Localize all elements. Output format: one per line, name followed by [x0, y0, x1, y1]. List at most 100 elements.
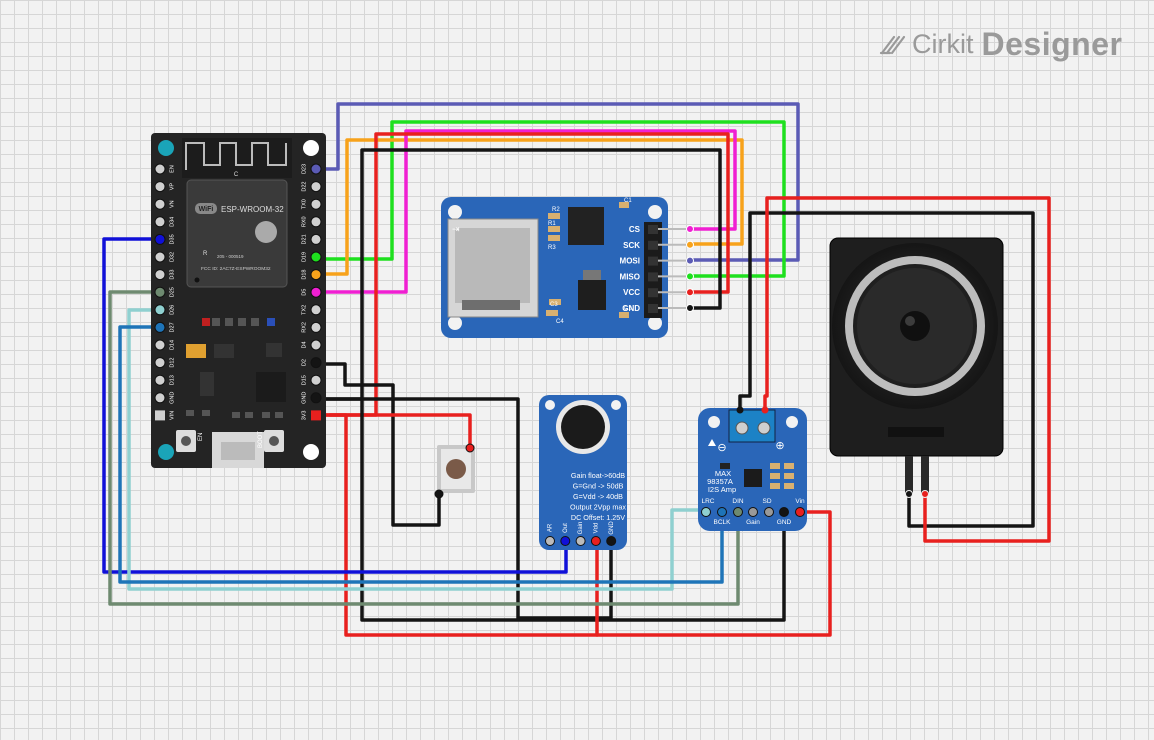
esp32-pin-d12[interactable] [154, 357, 166, 369]
wire-spk-minus[interactable] [738, 211, 1035, 528]
sd-pin-gnd[interactable] [686, 304, 694, 312]
esp32-pin-d13[interactable] [154, 374, 166, 386]
sd-pin-sck[interactable] [686, 240, 694, 249]
terminal-screw[interactable] [757, 421, 771, 435]
esp32-pin-en[interactable] [154, 163, 166, 175]
esp32-pin-label: EN [169, 165, 175, 173]
sd-component-label: C4 [556, 319, 564, 325]
esp32-pin-vn[interactable] [154, 198, 166, 210]
esp32-pin-d35[interactable] [154, 233, 166, 245]
esp32-pin-d21[interactable] [310, 233, 322, 245]
mic-pin-ar[interactable] [545, 536, 555, 546]
esp32-pin-d32[interactable] [154, 251, 166, 263]
speaker-pin-plus[interactable] [921, 490, 929, 498]
sd-pin-mosi[interactable] [686, 256, 694, 265]
esp32-pin-d4[interactable] [310, 339, 322, 351]
amp-pin[interactable] [733, 507, 743, 517]
amp-ic [744, 469, 762, 487]
mic-pin-gain[interactable] [575, 536, 586, 546]
esp32-pin-rx0[interactable] [310, 216, 322, 228]
esp32-pin-d27[interactable] [154, 321, 166, 333]
esp32-pin-d34[interactable] [154, 216, 166, 228]
module-fcc: FCC ID: 2AC7Z-ESPWROOM32 [201, 266, 271, 272]
amp-pin-label-din: DIN [732, 498, 744, 505]
sd-component-label: C1 [624, 198, 632, 204]
push-button[interactable] [434, 443, 475, 499]
wire-gnd-amp[interactable] [360, 397, 786, 622]
amp-pin[interactable] [764, 507, 774, 517]
button-pin[interactable] [434, 489, 444, 499]
sd-pin-label: CS [629, 225, 641, 234]
wire-d25-din[interactable] [108, 290, 740, 606]
esp32-pin-d25[interactable] [154, 286, 166, 298]
esp32-pin-d2[interactable] [310, 357, 322, 369]
esp32-pin-vin[interactable] [155, 410, 165, 421]
terminal-screw[interactable] [735, 421, 749, 435]
button-cap[interactable] [446, 459, 466, 479]
esp32-pin-gnd[interactable] [310, 392, 322, 404]
terminal-pin-plus[interactable] [761, 406, 769, 414]
wire-spk-plus[interactable] [763, 196, 1051, 543]
en-label: EN [198, 433, 204, 441]
sd-component-label: R2 [552, 207, 560, 213]
smd-components [186, 318, 286, 418]
amp-pin[interactable] [748, 507, 758, 517]
mic-pin-vdd[interactable] [590, 536, 601, 546]
esp32-pin-d33[interactable] [154, 269, 166, 281]
esp32-pin-label: D13 [169, 375, 175, 385]
amp-pin[interactable] [717, 507, 727, 517]
mic-pin-gnd[interactable] [606, 536, 617, 546]
wire-d26-lrc[interactable] [127, 308, 708, 591]
wire-d18-sck[interactable] [314, 138, 744, 276]
mic-pin-out[interactable] [560, 536, 571, 546]
speaker-lead-plus [921, 456, 929, 494]
wire-d35-mic-out[interactable] [102, 237, 568, 574]
amp-pin[interactable] [795, 507, 805, 517]
wire-3v3-button[interactable] [314, 413, 472, 450]
esp32-pin-vp[interactable] [154, 181, 166, 193]
esp32-pin-d18[interactable] [310, 269, 322, 281]
button-pin[interactable] [465, 443, 475, 453]
esp32-pin-tx2[interactable] [310, 304, 322, 316]
esp32-pin-d22[interactable] [310, 181, 322, 193]
esp32-pin-label: GND [301, 392, 307, 404]
sd-pin-miso[interactable] [686, 272, 694, 281]
esp32-pin-label: D35 [169, 234, 175, 244]
esp32-pin-gnd[interactable] [154, 392, 166, 404]
speaker-pin-minus[interactable] [905, 490, 913, 498]
amp-pin[interactable] [779, 507, 789, 517]
esp32-pin-d15[interactable] [310, 374, 322, 386]
sd-pin-cs[interactable] [686, 225, 694, 233]
wire-d27-bclk[interactable] [118, 325, 724, 584]
wire-d23-mosi[interactable] [314, 102, 800, 262]
esp32-pin-d26[interactable] [154, 304, 166, 316]
esp32-pin-d19[interactable] [310, 251, 322, 263]
amp-pin[interactable] [701, 507, 711, 517]
wire-gnd-mic[interactable] [314, 397, 613, 620]
esp32-pin-3v3[interactable] [311, 410, 321, 421]
esp32-pin-label: D33 [169, 270, 175, 280]
esp32-pin-tx0[interactable] [310, 198, 322, 210]
esp32-pin-d23[interactable] [310, 163, 322, 175]
logo-mark-icon [879, 35, 906, 55]
esp32-pin-d14[interactable] [154, 339, 166, 351]
sd-component-label: R3 [548, 245, 556, 251]
terminal-pin-minus[interactable] [736, 406, 744, 414]
wire-d2-button[interactable] [314, 362, 441, 527]
amp-title-3: I2S Amp [708, 485, 736, 494]
wire-3v3-vin[interactable] [328, 413, 832, 637]
module-letter: C [234, 172, 239, 178]
esp32-pin-label: D15 [301, 375, 307, 385]
esp32-board[interactable]: C WiFi ESP-WROOM-32 R 205 - 000519 FCC I… [151, 133, 326, 468]
esp32-pin-label: D18 [301, 270, 307, 280]
sd-pin-vcc[interactable] [686, 288, 694, 297]
esp32-pin-rx2[interactable] [310, 321, 322, 333]
amp-pin-label-gnd: GND [777, 519, 792, 526]
speaker[interactable] [829, 237, 1004, 498]
esp32-pin-d5[interactable] [310, 286, 322, 298]
